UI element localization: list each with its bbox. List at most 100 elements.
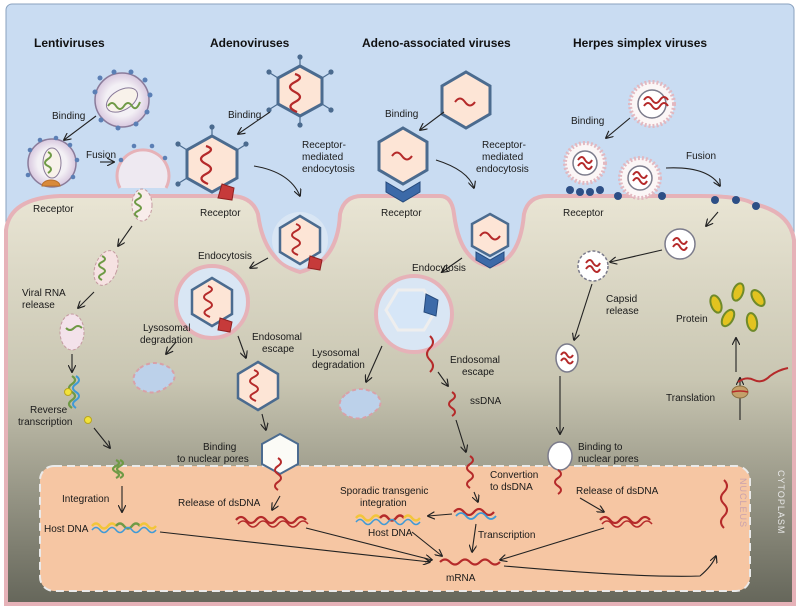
convertion-label-2: to dsDNA: [490, 482, 533, 493]
adeno-rme-label-1: Receptor-: [302, 140, 346, 151]
lenti-capsid-entering: [131, 188, 153, 222]
arrow-lenti-uncoat: [118, 225, 133, 246]
ssdna-label: ssDNA: [470, 396, 501, 407]
arrow-aav-binding: [420, 111, 445, 130]
hsv-receptors: [711, 196, 760, 210]
hsv-nuclear-label-2: nuclear pores: [578, 454, 639, 465]
lenti-receptor-label: Receptor: [33, 204, 74, 215]
reverse-transcription-label-1: Reverse: [30, 405, 68, 416]
arrow-adeno-lyso: [166, 341, 177, 354]
arrow-lenti-to-mrna: [159, 531, 430, 562]
aav-lysosome: [338, 388, 382, 420]
adeno-rme-label-2: mediated: [302, 152, 343, 163]
transcription-label: Transcription: [478, 530, 535, 541]
host-dna-integrated: [91, 522, 157, 534]
hsv-dsdna-1: [599, 515, 651, 525]
arrow-hsv-to-mrna: [500, 527, 605, 560]
header-aav: Adeno-associated viruses: [362, 36, 511, 50]
arrow-sporadic-to-mrna: [411, 531, 442, 556]
sporadic-label-2: integration: [360, 498, 407, 509]
arrow-mrna-export: [503, 556, 716, 577]
hsv-at-pore: [547, 441, 573, 495]
arrow-hsv-binding: [606, 117, 631, 138]
lentivirus-particle: [92, 69, 153, 131]
aav-escape-label-2: escape: [462, 367, 495, 378]
arrow-viral-rna-release: [78, 291, 95, 308]
adeno-escape-label-1: Endosomal: [252, 332, 302, 343]
mrna-exported: [720, 479, 728, 529]
arrow-adeno-escape: [237, 335, 246, 358]
host-dna-left-label: Host DNA: [44, 524, 89, 535]
aav-pit: [470, 212, 510, 269]
arrow-transcription: [472, 523, 476, 552]
adeno-lyso-label-1: Lysosomal: [143, 323, 190, 334]
arrow-adeno-to-pore: [262, 413, 266, 430]
arrow-to-nucleus-lenti: [93, 427, 110, 448]
hsv-capsid-1: [664, 228, 696, 260]
aav-lyso-label-1: Lysosomal: [312, 348, 359, 359]
adenovirus-bound: [175, 124, 249, 201]
arrow-hsv-entry: [706, 211, 719, 226]
reverse-transcription-label-2: transcription: [18, 417, 72, 428]
adeno-release-label: Release of dsDNA: [178, 498, 261, 509]
aav-rme-label-3: endocytosis: [476, 164, 529, 175]
adeno-lyso-label-2: degradation: [140, 335, 193, 346]
adeno-lysosome: [132, 362, 176, 394]
adeno-rme-label-3: endocytosis: [302, 164, 355, 175]
arrow-aav-to-endosome: [442, 257, 463, 272]
adeno-binding-label: Binding: [228, 110, 261, 121]
aav-rme-label-1: Receptor-: [482, 140, 526, 151]
aav-binding-label: Binding: [385, 109, 418, 120]
adeno-nuclear-label-2: to nuclear pores: [177, 454, 249, 465]
capsid-label-2: release: [606, 306, 639, 317]
aav-lyso-label-2: degradation: [312, 360, 365, 371]
arrow-convertion: [474, 491, 478, 502]
nucleus: [39, 465, 751, 592]
aav-dsdna: [453, 507, 497, 520]
mrna-label: mRNA: [446, 573, 476, 584]
hsv-particle: [628, 80, 676, 128]
viral-rna-release-label-1: Viral RNA: [22, 288, 66, 299]
adeno-dsdna-2: [237, 520, 309, 528]
lenti-binding-label: Binding: [52, 111, 85, 122]
aav-endosome: [374, 274, 454, 354]
hsv-capsid-3: [555, 343, 579, 373]
reverse-transcription-complex: [64, 375, 92, 424]
header-hsv: Herpes simplex viruses: [573, 36, 707, 50]
nucleus-label: NUCLEUS: [738, 478, 748, 528]
hsv-fusion-label: Fusion: [686, 151, 716, 162]
host-dna-mid-label: Host DNA: [368, 528, 413, 539]
arrow-adeno-to-endosome: [250, 257, 269, 268]
adeno-nuclear-label-1: Binding: [203, 442, 236, 453]
aav-rme-label-2: mediated: [482, 152, 523, 163]
arrow-hsv-to-capsid2: [610, 249, 663, 262]
lentivirus-bound: [25, 135, 80, 188]
adeno-endosome: [174, 264, 250, 340]
hsv-binding-label: Binding: [571, 116, 604, 127]
adenovirus-pit: [272, 212, 328, 271]
viral-rna-release-label-2: release: [22, 300, 55, 311]
convertion-label-1: Convertion: [490, 470, 538, 481]
protein-molecules: [709, 282, 766, 332]
arrow-aav-to-nucleus: [455, 419, 466, 452]
hsv-bound-2: [614, 156, 666, 200]
adeno-escape-label-2: escape: [262, 344, 295, 355]
hsv-dsdna-2: [601, 520, 653, 528]
lenti-fusion-label: Fusion: [86, 150, 116, 161]
mrna-strand: [439, 558, 501, 566]
translation-label: Translation: [666, 393, 715, 404]
arrow-adeno-release: [272, 495, 281, 510]
header-lentiviruses: Lentiviruses: [34, 36, 105, 50]
adeno-escaped-capsid: [236, 360, 280, 412]
adeno-dsdna-1: [235, 515, 307, 525]
header-adenoviruses: Adenoviruses: [210, 36, 290, 50]
ribosome: [731, 367, 789, 399]
lenti-rna-released: [59, 313, 85, 351]
arrow-hsv-release: [579, 497, 604, 512]
aav-escape-label-1: Endosomal: [450, 355, 500, 366]
arrow-adeno-binding: [238, 111, 271, 134]
arrow-aav-escape: [437, 371, 448, 386]
integration-label: Integration: [62, 494, 109, 505]
